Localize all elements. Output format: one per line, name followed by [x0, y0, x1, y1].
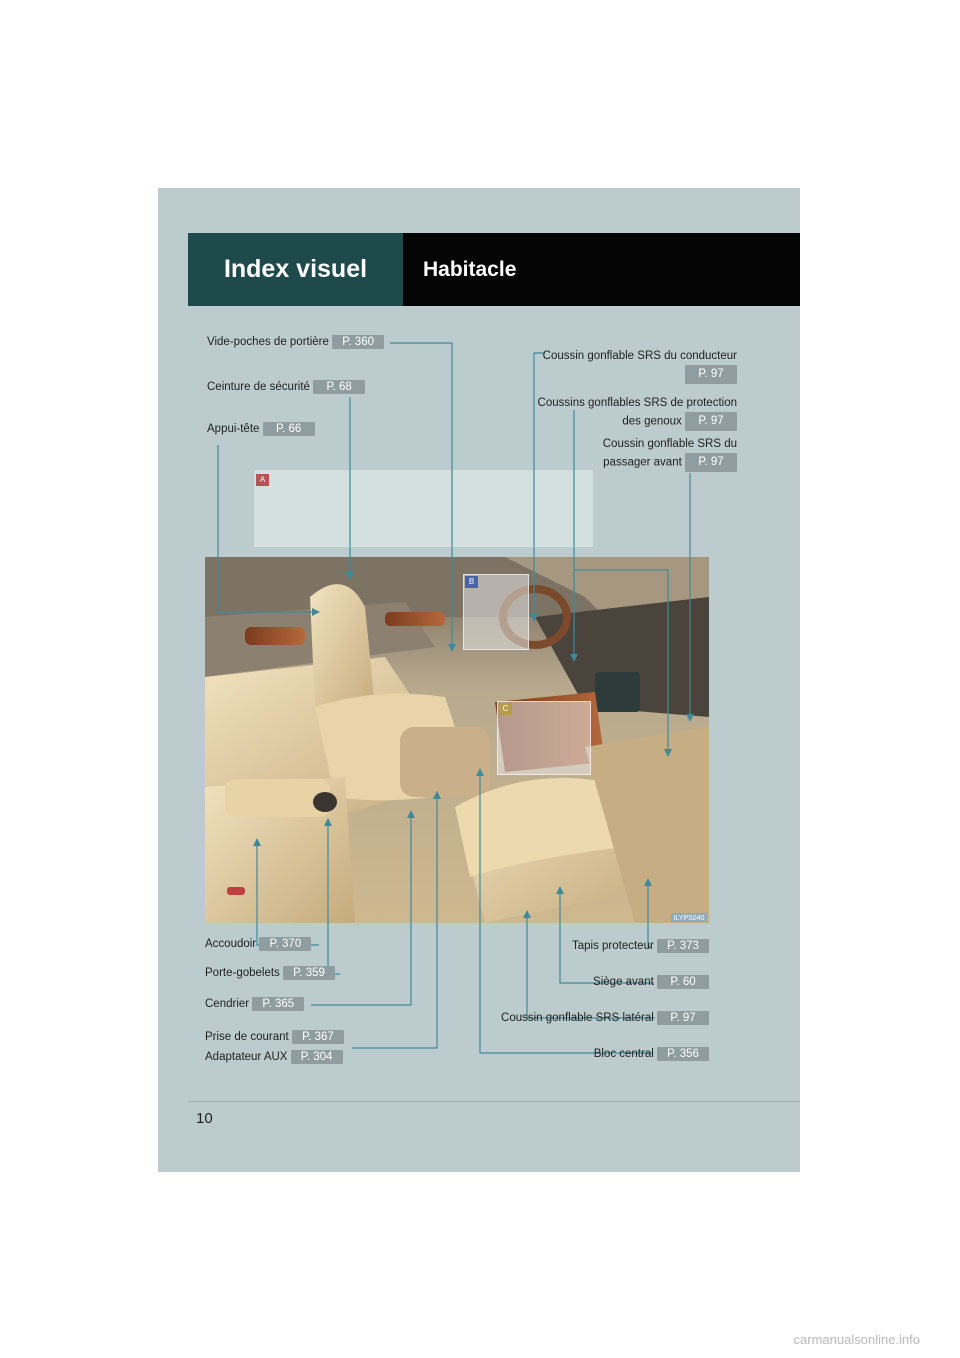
callout-label: Coussin gonflable SRS latéral	[501, 1012, 654, 1025]
callout-label: Coussin gonflable SRS du conducteur	[542, 350, 737, 362]
page-ref-pill[interactable]: P. 370	[259, 937, 312, 951]
callout-label: Coussins gonflables SRS de protection	[537, 397, 737, 409]
callout-label: Siège avant	[593, 976, 654, 989]
badge-a: A	[256, 474, 269, 486]
callout-airbag-genoux[interactable]: Coussins gonflables SRS de protection de…	[538, 395, 737, 431]
callout-label: Tapis protecteur	[571, 940, 654, 953]
callout-appui-tete[interactable]: Appui-tête P. 66	[207, 422, 315, 436]
callout-prise[interactable]: Prise de courant P. 367	[205, 1030, 344, 1044]
page-ref-pill[interactable]: P. 356	[657, 1047, 709, 1061]
callout-siege[interactable]: Siège avant P. 60	[593, 975, 709, 989]
page-ref-pill[interactable]: P. 66	[262, 422, 315, 436]
page-ref-pill[interactable]: P. 97	[685, 453, 737, 472]
page-ref-pill[interactable]: P. 373	[657, 939, 709, 953]
callout-porte-gobelets[interactable]: Porte-gobelets P. 359	[205, 966, 335, 980]
page-ref-pill[interactable]: P. 68	[313, 380, 366, 394]
page-title: Habitacle	[403, 233, 800, 306]
content-area	[188, 306, 800, 1102]
page-ref-pill[interactable]: P. 359	[283, 966, 335, 980]
badge-c: C	[499, 703, 512, 715]
footer-watermark: carmanualsonline.info	[793, 1332, 920, 1347]
callout-cendrier[interactable]: Cendrier P. 365	[205, 997, 305, 1011]
page-ref-pill[interactable]: P. 367	[291, 1030, 344, 1044]
callout-bloc[interactable]: Bloc central P. 356	[594, 1047, 709, 1061]
callout-label: des genoux	[622, 415, 682, 428]
badge-b: B	[465, 576, 478, 588]
page-ref-pill[interactable]: P. 304	[290, 1050, 343, 1064]
image-code: ILYPS040	[673, 915, 704, 922]
callout-accoudoir[interactable]: Accoudoir P. 370	[205, 937, 312, 951]
callout-label: passager avant	[603, 456, 682, 469]
callout-label: Bloc central	[593, 1048, 654, 1061]
callout-label: Accoudoir	[205, 938, 257, 951]
page-ref-pill[interactable]: P. 365	[252, 997, 305, 1011]
callout-airbag-passager[interactable]: Coussin gonflable SRS du passager avant …	[603, 436, 737, 472]
callout-tapis[interactable]: Tapis protecteur P. 373	[572, 939, 709, 953]
page-ref-pill[interactable]: P. 97	[685, 412, 737, 431]
interior-photo: ILYPS040	[205, 557, 709, 923]
callout-airbag-lateral[interactable]: Coussin gonflable SRS latéral P. 97	[501, 1011, 709, 1025]
callout-ceinture[interactable]: Ceinture de sécurité P. 68	[207, 380, 366, 394]
callout-airbag-conducteur[interactable]: Coussin gonflable SRS du conducteur P. 9…	[543, 348, 737, 384]
page-ref-pill[interactable]: P. 97	[685, 365, 737, 384]
callout-label: Adaptateur AUX	[205, 1051, 288, 1064]
callout-label: Appui-tête	[207, 423, 260, 436]
page-ref-pill[interactable]: P. 360	[332, 335, 385, 349]
callout-label: Porte-gobelets	[205, 967, 280, 980]
callout-label: Coussin gonflable SRS du	[602, 438, 737, 450]
section-tab: Index visuel	[188, 233, 403, 306]
callout-label: Cendrier	[205, 998, 250, 1011]
page-ref-pill[interactable]: P. 97	[657, 1011, 709, 1025]
callout-label: Prise de courant	[205, 1031, 289, 1044]
callout-adaptateur[interactable]: Adaptateur AUX P. 304	[205, 1050, 343, 1064]
callout-vide-poches[interactable]: Vide-poches de portière P. 360	[207, 335, 385, 349]
inset-box-a	[254, 470, 593, 547]
page-number: 10	[196, 1110, 213, 1127]
callout-label: Vide-poches de portière	[207, 336, 329, 349]
callout-label: Ceinture de sécurité	[207, 381, 310, 394]
page-ref-pill[interactable]: P. 60	[657, 975, 709, 989]
